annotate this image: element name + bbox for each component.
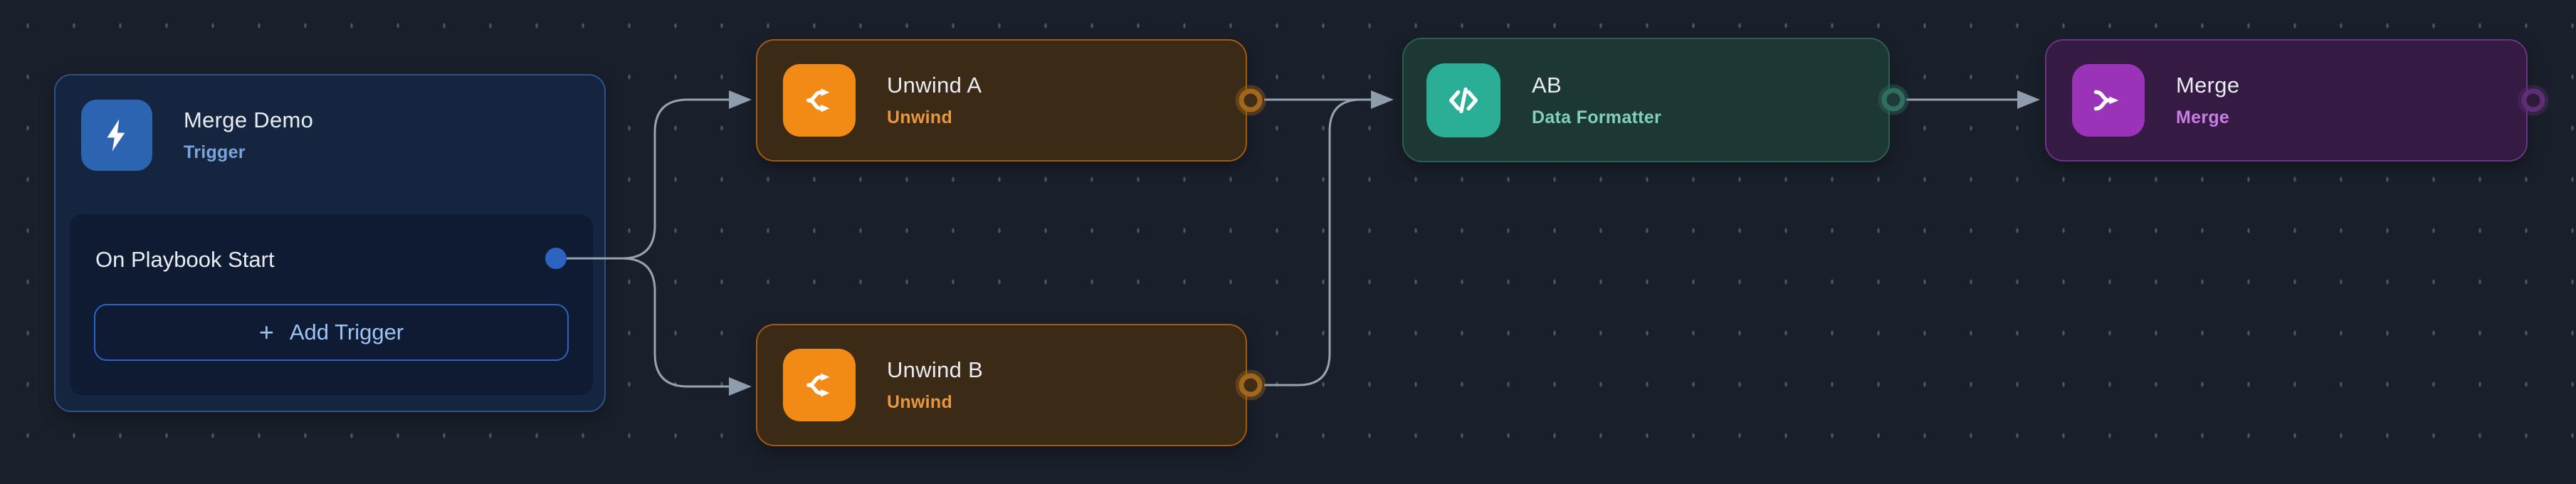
edge-trigger-to-unwind-b[interactable] (567, 257, 730, 388)
arrowhead-icon (729, 377, 752, 396)
node-title: Unwind A (887, 73, 982, 98)
trigger-node-title: Merge Demo (184, 107, 314, 132)
trigger-list-panel: On Playbook Start + Add Trigger (70, 214, 593, 395)
node-title: Merge (2176, 73, 2240, 98)
edge-unwind-b-to-ab[interactable] (1264, 98, 1371, 386)
merge-icon (2072, 64, 2145, 137)
node-title: Unwind B (887, 357, 984, 382)
node-type-label: Merge (2176, 107, 2230, 127)
arrowhead-icon (2017, 90, 2040, 109)
trigger-item-label[interactable]: On Playbook Start (95, 247, 275, 272)
edge-trigger-to-unwind-a[interactable] (567, 98, 730, 260)
trigger-node[interactable]: Merge Demo Trigger On Playbook Start + A… (54, 74, 606, 412)
unwind-a-output-port[interactable] (1239, 88, 1263, 112)
trigger-node-header: Merge Demo Trigger (81, 100, 604, 171)
node-unwind-b[interactable]: Unwind B Unwind (756, 324, 1247, 446)
node-unwind-a[interactable]: Unwind A Unwind (756, 39, 1247, 162)
ab-output-port[interactable] (1881, 88, 1905, 112)
code-icon (1426, 63, 1500, 137)
node-type-label: Data Formatter (1532, 107, 1662, 127)
add-trigger-label: Add Trigger (289, 320, 404, 344)
node-type-label: Unwind (887, 392, 953, 412)
arrowhead-icon (729, 90, 752, 109)
merge-output-port[interactable] (2521, 88, 2545, 112)
lightning-icon (81, 100, 152, 171)
add-trigger-button[interactable]: + Add Trigger (94, 304, 569, 361)
trigger-node-type-label: Trigger (184, 142, 246, 162)
unwind-b-output-port[interactable] (1239, 373, 1263, 397)
trigger-output-port[interactable] (545, 248, 567, 269)
plus-icon: + (258, 317, 274, 347)
node-title: AB (1532, 72, 1562, 98)
node-ab[interactable]: AB Data Formatter (1402, 38, 1890, 162)
split-icon (783, 349, 856, 421)
arrowhead-icon (1371, 90, 1394, 109)
split-icon (783, 64, 856, 137)
node-type-label: Unwind (887, 107, 953, 127)
node-merge[interactable]: Merge Merge (2045, 39, 2528, 162)
